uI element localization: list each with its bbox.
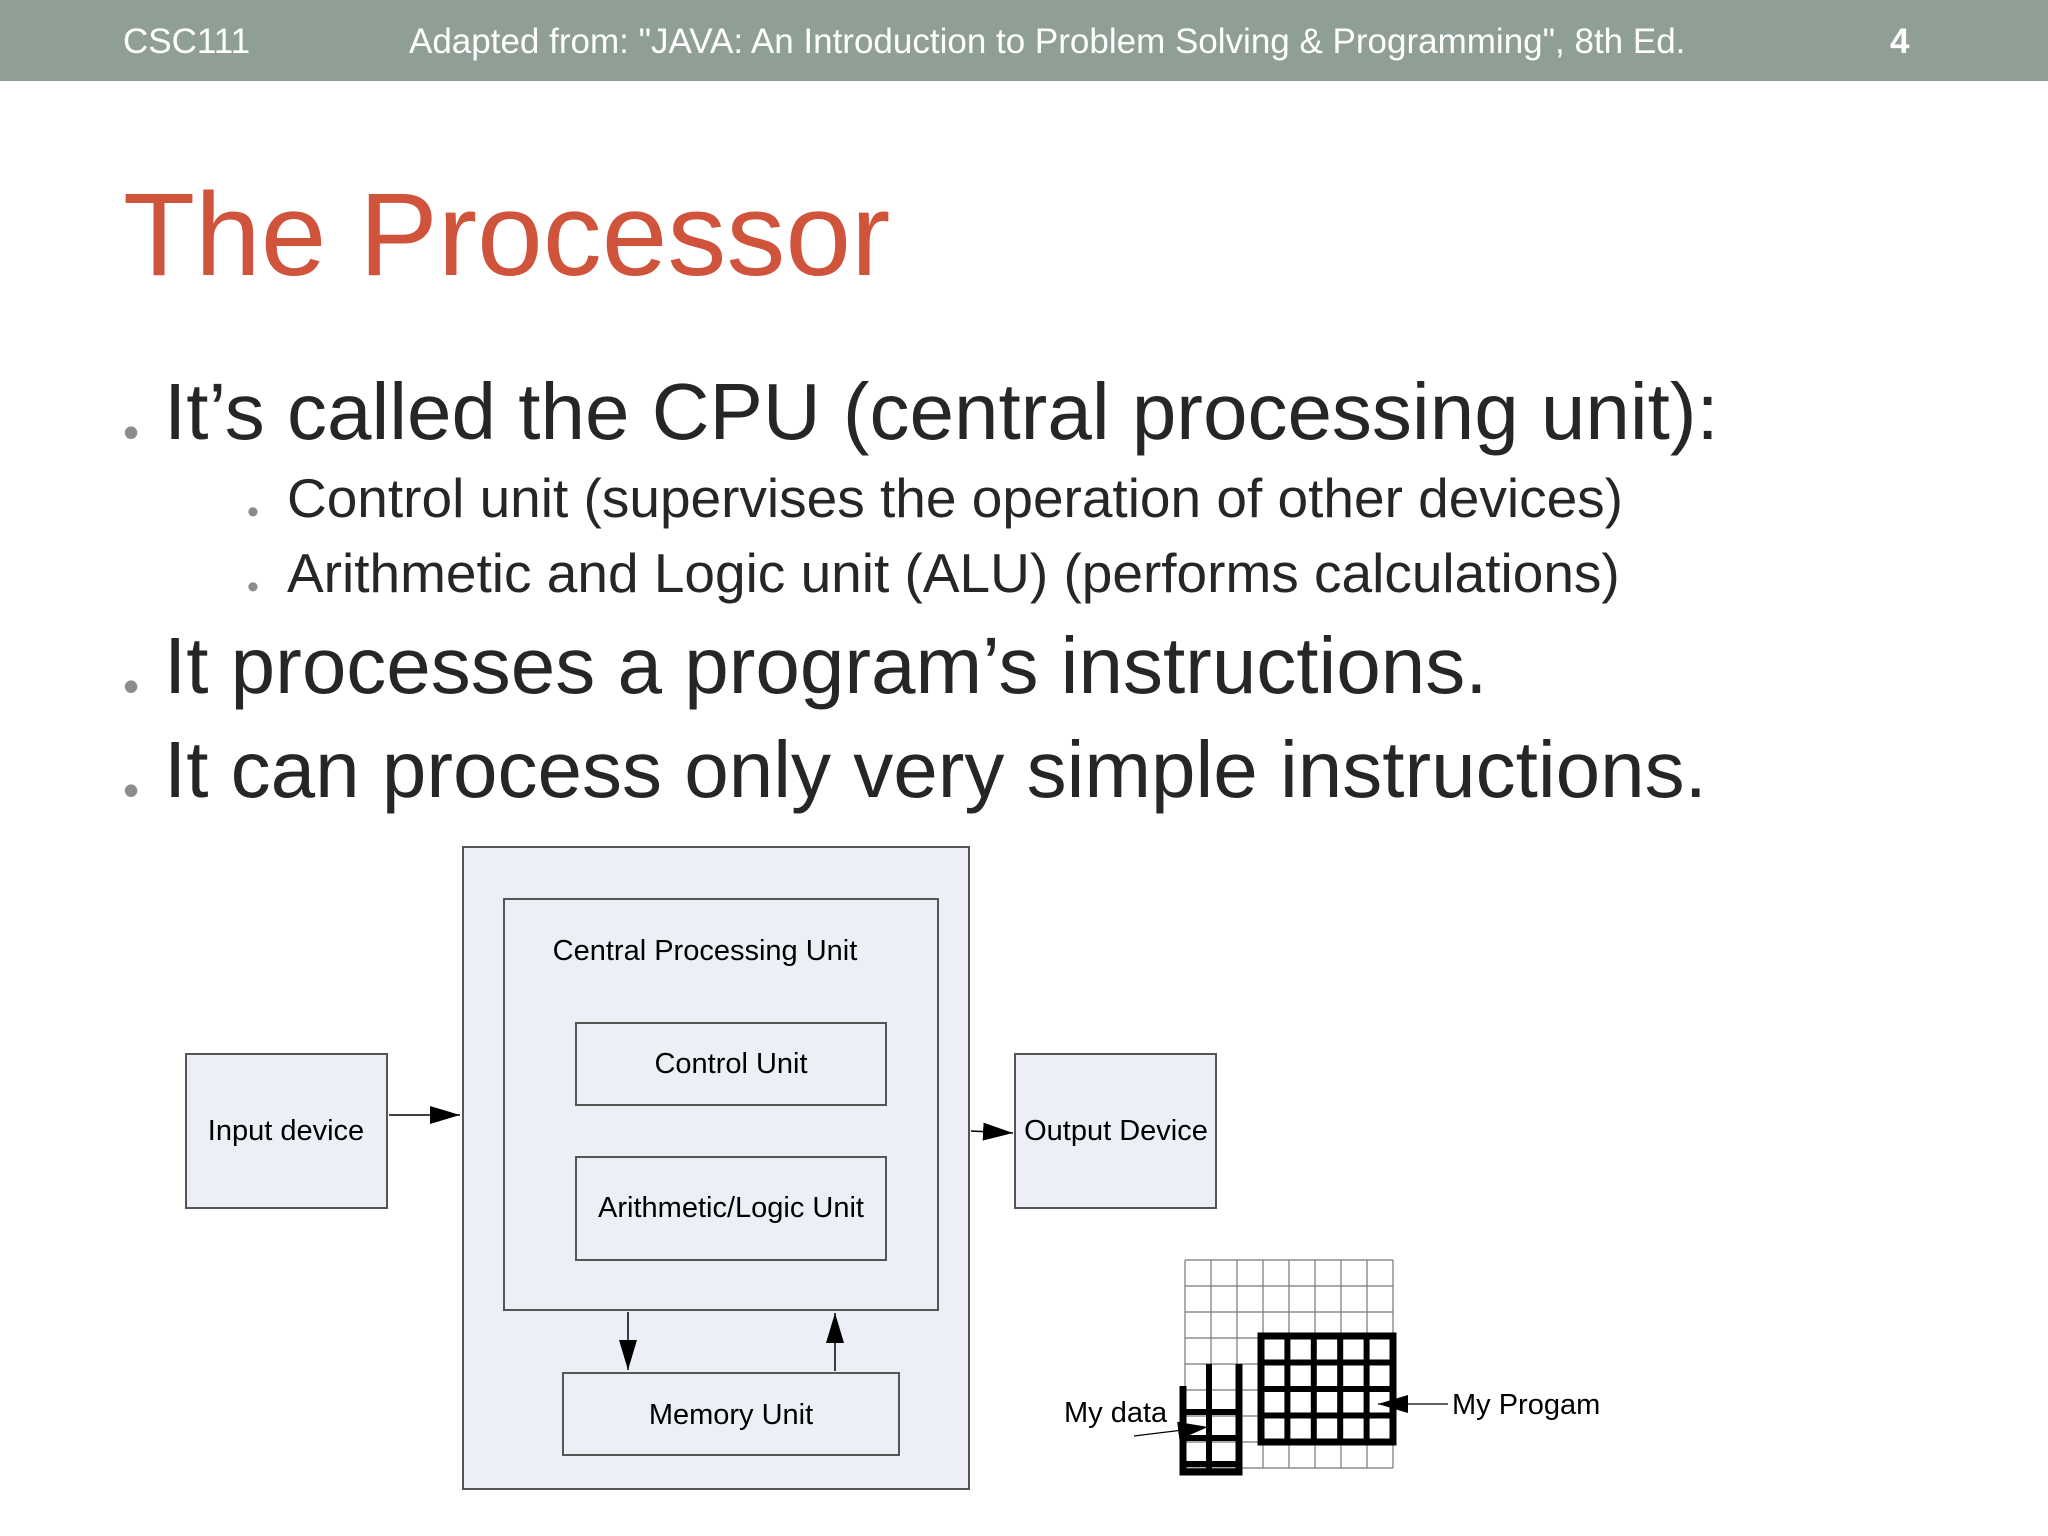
bullet-text: It can process only very simple instruct… (164, 725, 1707, 814)
my-program-label: My Progam (1452, 1389, 1600, 1421)
bullet-text: Control unit (supervises the operation o… (287, 467, 1623, 529)
output-device-box: Output Device (1014, 1053, 1217, 1209)
alu-label: Arithmetic/Logic Unit (598, 1192, 864, 1224)
output-device-label: Output Device (1024, 1115, 1208, 1147)
source-citation: Adapted from: "JAVA: An Introduction to … (409, 22, 1686, 61)
bullet-dot-icon: • (123, 660, 140, 712)
cpu-label: Central Processing Unit (553, 935, 858, 967)
course-code: CSC111 (123, 22, 251, 61)
bullet-instructions: • It processes a program’s instructions. (123, 620, 1488, 712)
bullet-dot-icon: • (247, 493, 259, 531)
bullet-dot-icon: • (123, 406, 140, 458)
bullet-text: It processes a program’s instructions. (164, 621, 1488, 710)
bullet-dot-icon: • (247, 568, 259, 606)
memory-grid-icon (1179, 1259, 1397, 1476)
alu-box: Arithmetic/Logic Unit (575, 1156, 887, 1261)
bullet-dot-icon: • (123, 764, 140, 816)
sub-bullet-control-unit: • Control unit (supervises the operation… (247, 465, 1623, 531)
slide-header: CSC111 Adapted from: "JAVA: An Introduct… (0, 0, 2048, 81)
memory-unit-box: Memory Unit (562, 1372, 900, 1456)
control-unit-box: Control Unit (575, 1022, 887, 1106)
bullet-simple-instructions: • It can process only very simple instru… (123, 724, 1707, 816)
bullet-cpu: • It’s called the CPU (central processin… (123, 366, 1719, 458)
memory-unit-label: Memory Unit (649, 1399, 813, 1431)
control-unit-label: Control Unit (654, 1048, 807, 1080)
input-device-label: Input device (208, 1115, 364, 1147)
arrow-my-data (1133, 1421, 1209, 1440)
slide-number: 4 (1890, 22, 1910, 61)
my-data-label: My data (1064, 1397, 1168, 1429)
sub-bullet-alu: • Arithmetic and Logic unit (ALU) (perfo… (247, 540, 1620, 606)
bullet-text: It’s called the CPU (central processing … (164, 367, 1719, 456)
slide-title: The Processor (123, 169, 891, 301)
input-device-box: Input device (185, 1053, 388, 1209)
bullet-text: Arithmetic and Logic unit (ALU) (perform… (287, 542, 1620, 604)
arrow-cpu-to-output (970, 1122, 1014, 1141)
